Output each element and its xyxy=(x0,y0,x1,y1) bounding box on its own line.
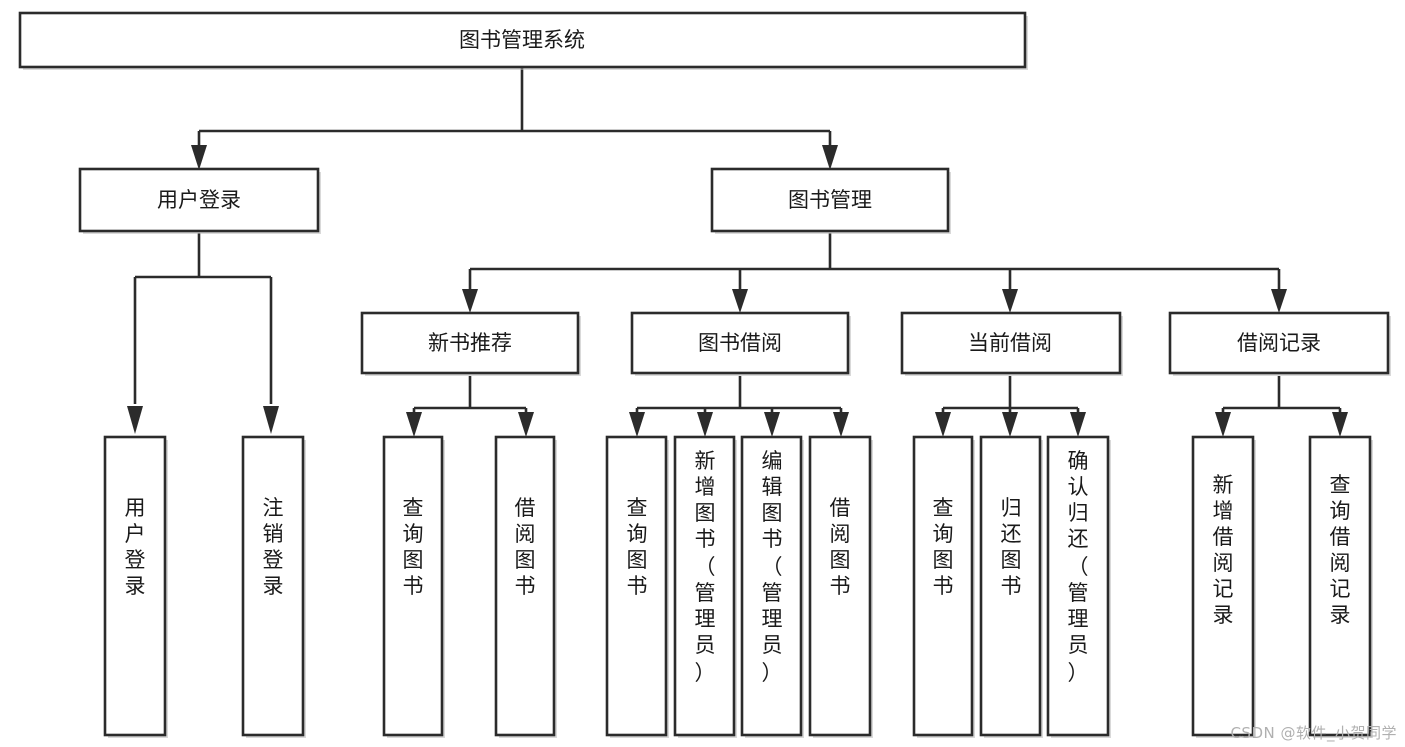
node-borrow-record[interactable]: 借阅记录 xyxy=(1168,311,1391,376)
arrowhead-book-borrow xyxy=(732,289,748,313)
leaf-logout-login-box xyxy=(241,435,305,737)
leaf-add-record-label: 新增借阅记录 xyxy=(1213,473,1234,627)
leaf-query-book-1-label: 查询图书 xyxy=(403,496,424,598)
connector-currentborrow-to-leaves xyxy=(941,376,1080,414)
current-borrow-label: 当前借阅 xyxy=(968,331,1052,355)
node-leaf-query-book-2[interactable]: 查询图书 xyxy=(605,435,669,738)
book-borrow-label: 图书借阅 xyxy=(698,331,782,355)
leaf-borrow-book-2-box xyxy=(808,435,872,737)
leaf-user-login-box xyxy=(103,435,167,737)
node-book-borrow[interactable]: 图书借阅 xyxy=(630,311,851,376)
node-leaf-add-book[interactable]: 新增图书（管理员） xyxy=(673,435,737,738)
leaf-add-book-label: 新增图书（管理员） xyxy=(695,449,716,685)
arrowhead-leaf-query-book-1 xyxy=(406,412,422,437)
root-label: 图书管理系统 xyxy=(459,28,585,52)
leaf-edit-book-label: 编辑图书（管理员） xyxy=(762,449,783,685)
arrowhead-current-borrow xyxy=(1002,289,1018,313)
arrowhead-book-management xyxy=(822,145,838,170)
arrowhead-leaf-borrow-book-1 xyxy=(518,412,534,437)
connector-borrowrecord-to-leaves xyxy=(1221,376,1342,414)
leaf-borrow-book-1-label: 借阅图书 xyxy=(515,496,536,598)
arrowhead-leaf-borrow-book-2 xyxy=(833,412,849,437)
node-leaf-borrow-book-1[interactable]: 借阅图书 xyxy=(494,435,557,738)
node-leaf-user-login[interactable]: 用户登录 xyxy=(103,435,168,738)
connector-bookborrow-to-leaves xyxy=(635,376,843,414)
leaf-query-record-box xyxy=(1308,435,1372,737)
leaf-edit-book-box xyxy=(740,435,803,737)
node-new-book-recommend[interactable]: 新书推荐 xyxy=(360,311,581,376)
node-root[interactable]: 图书管理系统 xyxy=(18,11,1028,70)
leaf-query-book-2-label: 查询图书 xyxy=(627,496,648,598)
node-book-management[interactable]: 图书管理 xyxy=(710,167,951,234)
root-box xyxy=(18,11,1027,69)
new-book-recommend-label: 新书推荐 xyxy=(428,331,512,355)
borrow-record-box xyxy=(1168,311,1390,375)
leaf-add-record-box xyxy=(1191,435,1255,737)
node-user-login[interactable]: 用户登录 xyxy=(78,167,321,234)
node-leaf-edit-book[interactable]: 编辑图书（管理员） xyxy=(740,435,804,738)
connector-userlogin-to-leaves xyxy=(133,233,273,404)
leaf-borrow-book-2-label: 借阅图书 xyxy=(830,496,851,598)
arrowhead-leaf-logout-login xyxy=(263,406,279,434)
leaf-add-book-box xyxy=(673,435,736,737)
node-leaf-query-book-1[interactable]: 查询图书 xyxy=(382,435,445,738)
node-current-borrow[interactable]: 当前借阅 xyxy=(900,311,1123,376)
connector-layer xyxy=(127,68,1348,437)
arrowhead-new-book-recommend xyxy=(462,289,478,313)
arrowhead-user-login xyxy=(191,145,207,170)
arrowhead-leaf-add-book xyxy=(697,412,713,437)
user-login-label: 用户登录 xyxy=(157,188,241,212)
book-management-box xyxy=(710,167,950,233)
node-leaf-query-book-3[interactable]: 查询图书 xyxy=(912,435,975,738)
current-borrow-box xyxy=(900,311,1122,375)
arrowhead-leaf-query-book-3 xyxy=(935,412,951,437)
arrowhead-leaf-query-book-2 xyxy=(629,412,645,437)
arrowhead-leaf-query-record xyxy=(1332,412,1348,437)
leaf-query-book-3-box xyxy=(912,435,974,737)
arrowhead-leaf-user-login xyxy=(127,406,143,434)
node-leaf-add-record[interactable]: 新增借阅记录 xyxy=(1191,435,1256,738)
user-login-box xyxy=(78,167,320,233)
leaf-logout-login-label: 注销登录 xyxy=(263,496,284,598)
leaf-return-book-box xyxy=(979,435,1042,737)
node-leaf-query-record[interactable]: 查询借阅记录 xyxy=(1308,435,1373,738)
leaf-query-record-label: 查询借阅记录 xyxy=(1330,473,1351,627)
leaf-return-book-label: 归还图书 xyxy=(1001,496,1022,598)
arrowhead-leaf-return-book xyxy=(1002,412,1018,437)
node-leaf-borrow-book-2[interactable]: 借阅图书 xyxy=(808,435,873,738)
connector-newbook-to-leaves xyxy=(412,376,528,414)
arrowhead-borrow-record xyxy=(1271,289,1287,313)
connector-bookmgmt-to-level3 xyxy=(468,233,1281,292)
arrowhead-leaf-confirm-return xyxy=(1070,412,1086,437)
arrowhead-leaf-edit-book xyxy=(764,412,780,437)
book-borrow-box xyxy=(630,311,850,375)
leaf-borrow-book-1-box xyxy=(494,435,556,737)
borrow-record-label: 借阅记录 xyxy=(1237,331,1321,355)
new-book-recommend-box xyxy=(360,311,580,375)
connector-root-to-level2 xyxy=(197,68,832,158)
book-management-label: 图书管理 xyxy=(788,188,872,212)
node-leaf-confirm-return[interactable]: 确认归还（管理员） xyxy=(1046,435,1111,738)
leaf-confirm-return-box xyxy=(1046,435,1110,737)
node-leaf-logout-login[interactable]: 注销登录 xyxy=(241,435,306,738)
leaf-query-book-1-box xyxy=(382,435,444,737)
leaf-user-login-label: 用户登录 xyxy=(125,496,146,598)
leaf-query-book-3-label: 查询图书 xyxy=(933,496,954,598)
node-leaf-return-book[interactable]: 归还图书 xyxy=(979,435,1043,738)
leaf-query-book-2-box xyxy=(605,435,668,737)
leaf-confirm-return-label: 确认归还（管理员） xyxy=(1068,449,1089,685)
arrowhead-leaf-add-record xyxy=(1215,412,1231,437)
